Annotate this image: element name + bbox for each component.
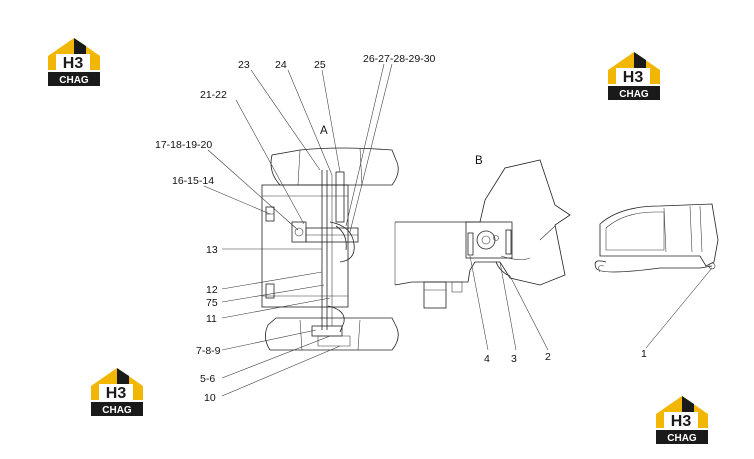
callout-2: 2: [545, 351, 551, 363]
callout-24: 24: [275, 59, 287, 71]
callout-75: 75: [206, 297, 218, 309]
callout-16-14: 16-15-14: [172, 175, 214, 187]
chag-logo-icon: H3 CHAG: [91, 368, 143, 416]
chag-logo-bottom-left: H3 CHAG: [87, 364, 147, 418]
callout-7-9: 7-8-9: [196, 345, 221, 357]
callout-13: 13: [206, 244, 218, 256]
chag-logo-bottom-right: H3 CHAG: [652, 392, 712, 446]
svg-text:CHAG: CHAG: [59, 75, 89, 86]
chag-logo-icon: H3 CHAG: [608, 52, 660, 100]
main-view: [261, 147, 399, 351]
callout-labels: 23 24 25 26-27-28-29-30 21-22 A 17-18-19…: [155, 53, 647, 404]
svg-text:H3: H3: [63, 55, 84, 72]
callout-11: 11: [206, 313, 217, 325]
callout-25: 25: [314, 59, 326, 71]
callout-23: 23: [238, 59, 250, 71]
chag-logo-top-right: H3 CHAG: [604, 48, 664, 102]
svg-text:H3: H3: [623, 69, 644, 86]
callout-21-22: 21-22: [200, 89, 227, 101]
svg-text:H3: H3: [671, 413, 692, 430]
leader-lines: [203, 63, 713, 397]
callout-4: 4: [484, 353, 490, 365]
svg-text:CHAG: CHAG: [667, 433, 697, 444]
callout-1: 1: [641, 348, 647, 360]
svg-text:CHAG: CHAG: [619, 89, 649, 100]
callout-3: 3: [511, 353, 517, 365]
detail-1-view: [594, 203, 719, 273]
callout-5-6: 5-6: [200, 373, 215, 385]
svg-text:CHAG: CHAG: [102, 405, 132, 416]
callout-10: 10: [204, 392, 216, 404]
callout-17-20: 17-18-19-20: [155, 139, 212, 151]
chag-logo-icon: H3 CHAG: [656, 396, 708, 444]
callout-26-30: 26-27-28-29-30: [363, 53, 436, 65]
callout-12: 12: [206, 284, 218, 296]
chag-logo-icon: H3 CHAG: [48, 38, 100, 86]
detail-b-view: [394, 159, 571, 309]
view-label-a: A: [320, 125, 328, 137]
chag-logo-top-left: H3 CHAG: [44, 34, 104, 88]
view-label-b: B: [475, 155, 483, 167]
svg-text:H3: H3: [106, 385, 127, 402]
